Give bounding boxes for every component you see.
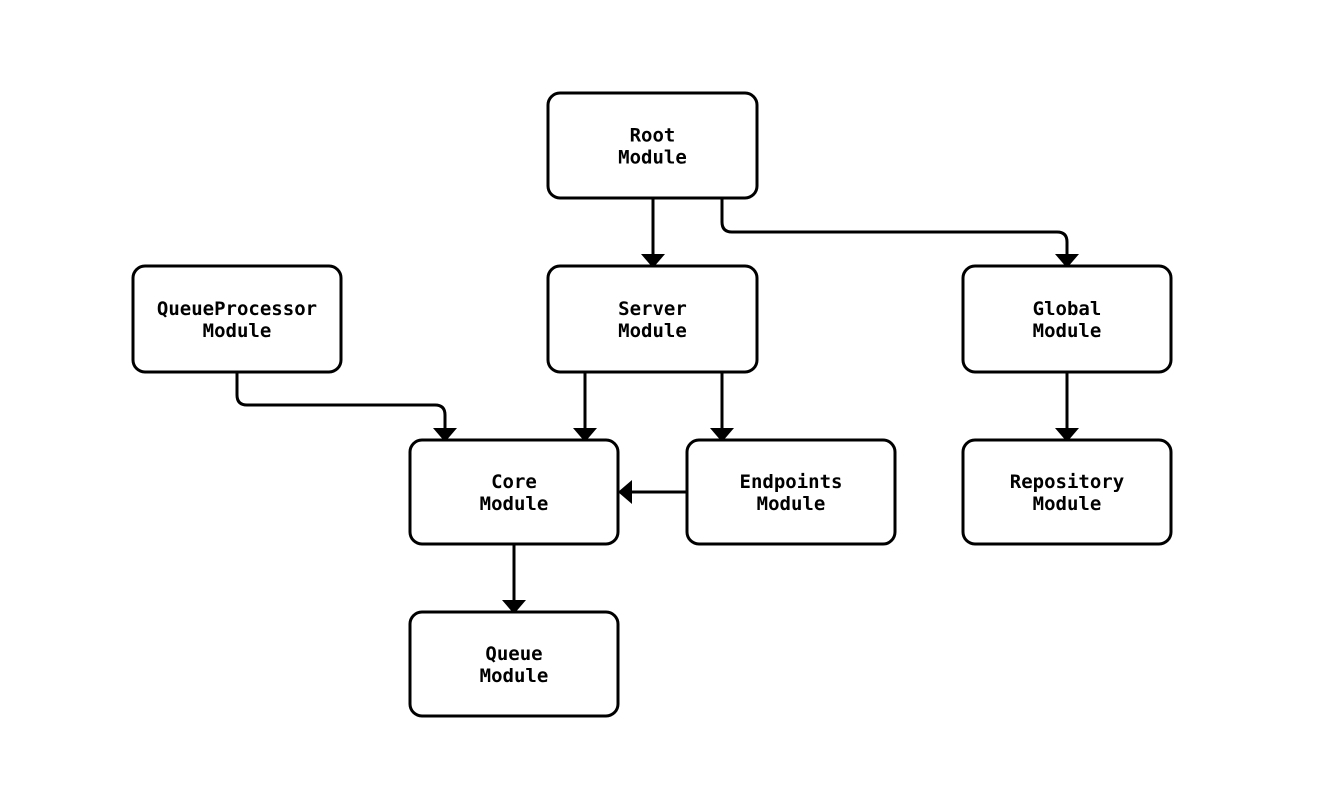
node-box-repository [961, 438, 1173, 546]
node-box-core [408, 438, 620, 546]
edge-queueProcessor-to-core [235, 372, 457, 442]
node-box-server [546, 264, 759, 374]
node-box-endpoints [685, 438, 897, 546]
node-box-queueProcessor [131, 264, 343, 374]
node-box-root [546, 91, 759, 200]
edge-root-to-global [720, 198, 1079, 268]
node-box-queue [408, 610, 620, 718]
node-box-global [961, 264, 1173, 374]
